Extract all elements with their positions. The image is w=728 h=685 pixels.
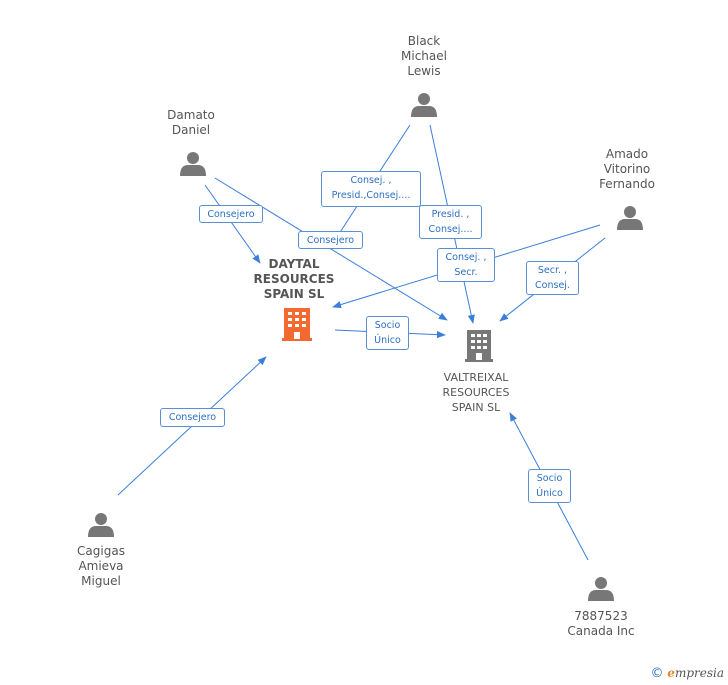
building-icon-daytal[interactable] [282,308,312,341]
node-label-cagigas[interactable]: Cagigas Amieva Miguel [77,544,125,588]
edge-label-presid-consej[interactable]: Presid. , Consej.... [419,205,482,239]
person-icon-black[interactable] [411,93,437,117]
edge-label-socio-unico-2[interactable]: Socio Único [528,469,571,503]
node-label-amado[interactable]: Amado Vitorino Fernando [599,147,655,191]
node-label-damato[interactable]: Damato Daniel [167,108,215,137]
edge-damato-daytal [204,184,261,264]
node-label-canada[interactable]: 7887523 Canada Inc [567,609,635,638]
person-icon-damato[interactable] [180,152,206,176]
edge-label-socio-unico-1[interactable]: Socio Único [366,316,409,350]
empresia-watermark: © empresia [650,666,724,681]
edge-label-consej-secr[interactable]: Consej. , Secr. [437,248,495,282]
node-label-valtreixal[interactable]: VALTREIXAL RESOURCES SPAIN SL [442,371,510,414]
edge-label-consej-presid[interactable]: Consej. , Presid.,Consej.... [321,171,421,207]
node-label-daytal[interactable]: DAYTAL RESOURCES SPAIN SL [253,257,335,301]
person-icon-canada[interactable] [588,577,614,601]
edge-label-secr-consej[interactable]: Secr. , Consej. [526,261,579,295]
edge-label-consejero-cagigas[interactable]: Consejero [160,408,225,427]
person-icon-amado[interactable] [617,206,643,230]
edge-label-consejero-damato-valtreixal[interactable]: Consejero [298,231,363,249]
copyright-symbol: © [650,666,664,681]
edge-label-consejero-damato-daytal[interactable]: Consejero [199,205,263,223]
empresia-logo: empresia [667,666,724,680]
node-label-black[interactable]: Black Michael Lewis [401,34,447,78]
person-icon-cagigas[interactable] [88,513,114,537]
building-icon-valtreixal[interactable] [465,330,493,362]
edge-damato-valtreixal [214,177,448,321]
